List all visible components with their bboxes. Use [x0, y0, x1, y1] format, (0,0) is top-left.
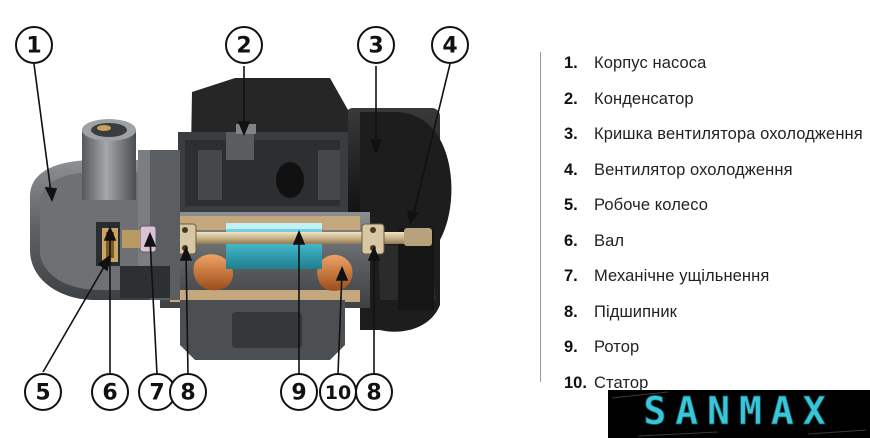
legend-label: Корпус насоса [594, 54, 707, 73]
svg-text:3: 3 [368, 34, 383, 59]
capacitor-housing [178, 78, 348, 214]
callout-8-right: 8 [355, 373, 393, 411]
callout-4: 4 [431, 26, 469, 64]
legend-divider [540, 52, 541, 382]
legend-item: 2. Конденсатор [564, 82, 864, 118]
legend-label: Механічне ущільнення [594, 267, 770, 286]
legend-label: Конденсатор [594, 89, 694, 108]
svg-text:10: 10 [325, 382, 351, 404]
legend-number: 3. [564, 125, 578, 144]
svg-text:8: 8 [366, 381, 381, 406]
rotor [226, 223, 322, 269]
legend-label: Підшипник [594, 302, 677, 321]
svg-text:5: 5 [35, 381, 50, 406]
legend-number: 4. [564, 160, 578, 179]
svg-text:4: 4 [442, 34, 457, 59]
legend-item: 6. Вал [564, 224, 864, 260]
legend-item: 1. Корпус насоса [564, 46, 864, 82]
pump-illustration [30, 78, 452, 360]
legend-label: Статор [594, 373, 649, 392]
legend-label: Вентилятор охолодження [594, 160, 793, 179]
legend-label: Робоче колесо [594, 196, 709, 215]
callout-3: 3 [357, 26, 395, 64]
sanmax-logo: SANMAX [608, 390, 870, 438]
legend-item: 9. Ротор [564, 330, 864, 366]
legend-number: 7. [564, 267, 578, 286]
callout-8-left: 8 [169, 373, 207, 411]
leader-lines [33, 63, 451, 375]
legend-item: 5. Робоче колесо [564, 188, 864, 224]
legend-item: 3. Кришка вентилятора охолодження [564, 117, 864, 153]
svg-text:9: 9 [291, 381, 306, 406]
callout-9: 9 [280, 373, 318, 411]
callout-2: 2 [225, 26, 263, 64]
brand-text: SANMAX [643, 390, 834, 433]
callout-10: 10 [319, 373, 357, 411]
legend-number: 1. [564, 54, 578, 73]
inlet-pipe [82, 119, 136, 200]
legend-label: Вал [594, 231, 625, 250]
callout-1: 1 [15, 26, 53, 64]
legend-label: Кришка вентилятора охолодження [594, 125, 863, 144]
callout-6: 6 [91, 373, 129, 411]
svg-text:2: 2 [236, 34, 251, 59]
legend-number: 5. [564, 196, 578, 215]
legend-number: 8. [564, 302, 578, 321]
svg-text:6: 6 [102, 381, 117, 406]
legend-number: 2. [564, 89, 578, 108]
svg-text:1: 1 [26, 34, 41, 59]
legend-label: Ротор [594, 338, 640, 357]
svg-text:8: 8 [180, 381, 195, 406]
legend-item: 8. Підшипник [564, 295, 864, 331]
legend-item: 4. Вентилятор охолодження [564, 153, 864, 189]
legend-item: 10. Статор [564, 366, 864, 402]
legend-number: 9. [564, 338, 578, 357]
callout-5: 5 [24, 373, 62, 411]
stator [193, 254, 353, 291]
svg-text:7: 7 [149, 381, 164, 406]
legend-number: 10. [564, 373, 587, 392]
parts-legend: 1. Корпус насоса 2. Конденсатор 3. Кришка в… [564, 46, 864, 401]
legend-item: 7. Механічне ущільнення [564, 259, 864, 295]
legend-number: 6. [564, 231, 578, 250]
